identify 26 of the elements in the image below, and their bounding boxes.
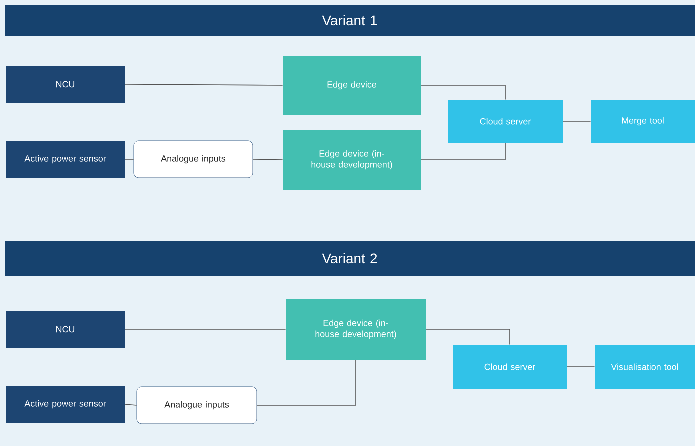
connector-line xyxy=(426,329,510,346)
connector-line xyxy=(420,142,506,160)
edge-device-box: Edge device (in-house development) xyxy=(283,130,421,190)
sensor-box: Active power sensor xyxy=(6,140,125,178)
tool-box: Merge tool xyxy=(591,100,695,143)
cloud-server-box: Cloud server xyxy=(453,344,567,389)
input-box: Analogue inputs xyxy=(136,386,258,424)
connector-line xyxy=(124,329,286,330)
connector-line xyxy=(566,366,596,368)
connector-line xyxy=(420,85,506,100)
sensor-box: Active power sensor xyxy=(6,386,125,423)
connector-line xyxy=(562,121,592,122)
edge-device-box: Edge device xyxy=(283,56,421,115)
device-box: NCU xyxy=(6,310,125,348)
connector-line xyxy=(256,360,356,406)
variant-header-band: Variant 1 xyxy=(5,5,695,36)
cloud-server-box: Cloud server xyxy=(448,100,563,143)
input-box: Analogue inputs xyxy=(134,140,254,178)
connector-line xyxy=(124,84,284,86)
connector-line xyxy=(124,159,134,160)
variant-header-band: Variant 2 xyxy=(5,240,695,276)
device-box: NCU xyxy=(6,66,125,103)
connector-line xyxy=(124,404,138,406)
connector-line xyxy=(252,159,284,160)
tool-box: Visualisation tool xyxy=(595,344,695,389)
edge-device-box: Edge device (in-house development) xyxy=(286,298,426,360)
